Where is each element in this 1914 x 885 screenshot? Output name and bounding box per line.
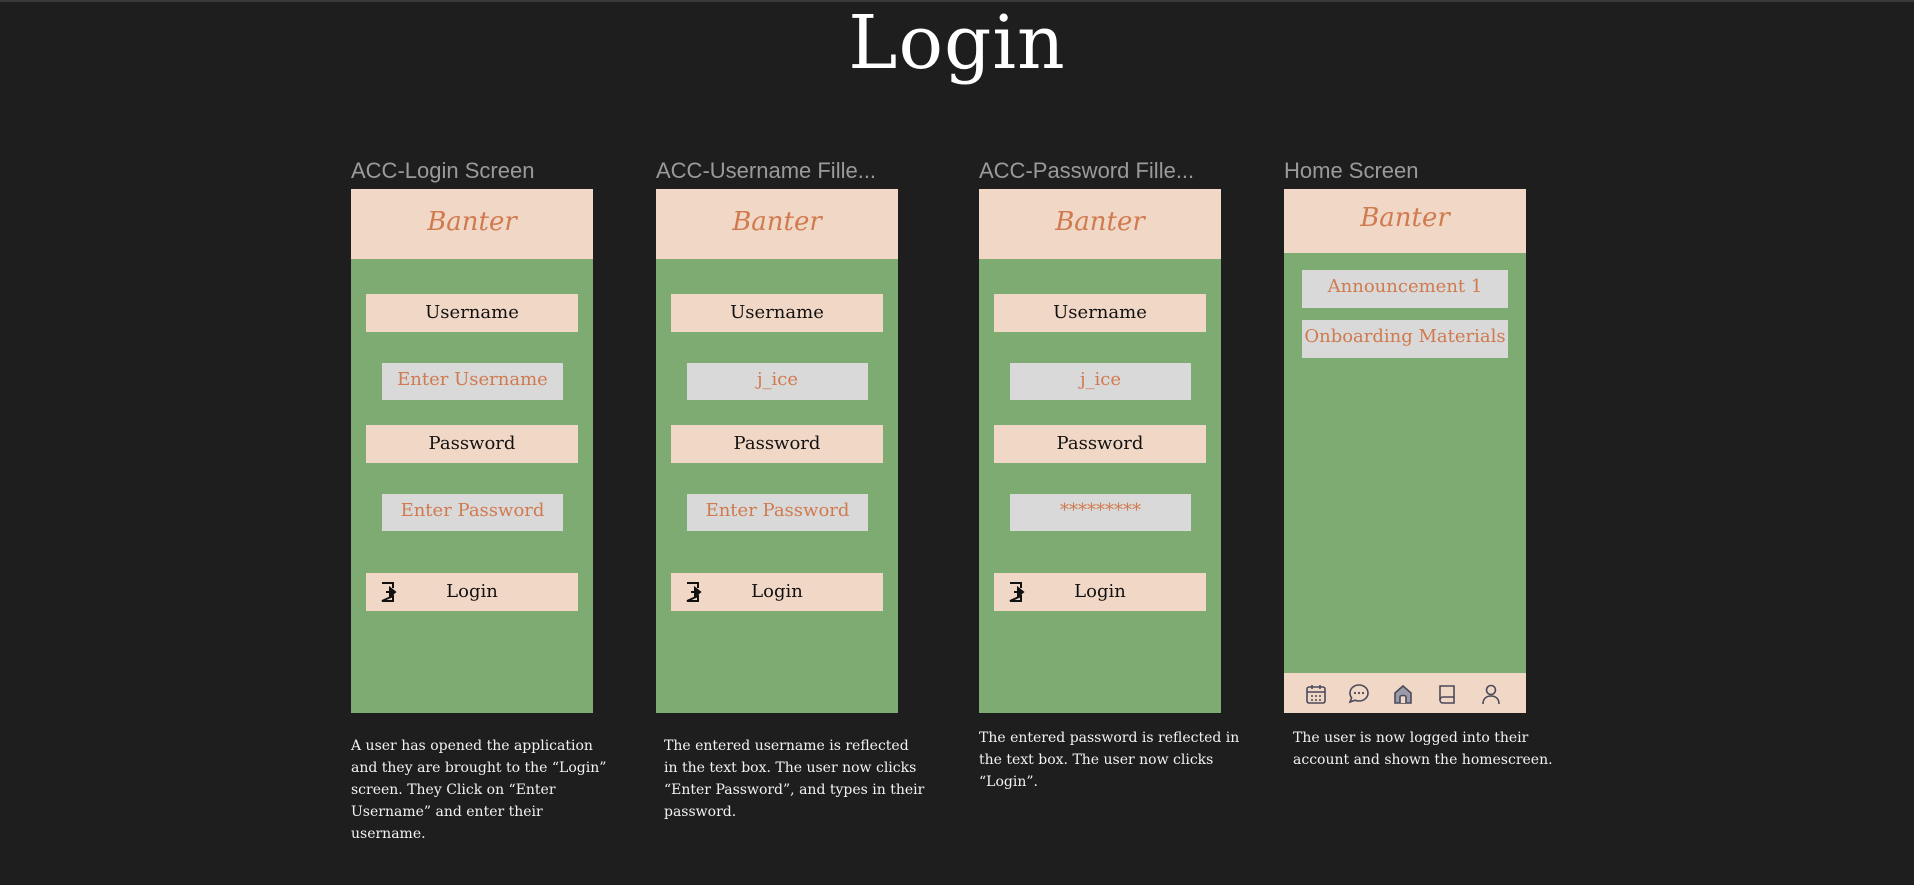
- username-label: Username: [366, 294, 578, 332]
- frame-description: The user is now logged into their accoun…: [1293, 730, 1553, 768]
- username-input[interactable]: j_ice: [687, 363, 868, 400]
- top-divider: [0, 0, 1914, 2]
- app-header: Banter: [656, 189, 898, 259]
- frame-login-screen: Banter Username Enter Username Password …: [351, 189, 593, 713]
- onboarding-materials-item[interactable]: Onboarding Materials: [1302, 320, 1508, 358]
- frame-home-screen: Banter Announcement 1 Onboarding Materia…: [1284, 189, 1526, 713]
- password-input[interactable]: Enter Password: [382, 494, 563, 531]
- login-icon: [381, 582, 397, 602]
- password-label: Password: [994, 425, 1206, 463]
- frame-label-password-filled: ACC-Password Fille...: [979, 158, 1195, 183]
- page-title: Login: [848, 0, 1066, 86]
- password-input[interactable]: Enter Password: [687, 494, 868, 531]
- app-logo: Banter: [1055, 207, 1145, 237]
- login-button-label: Login: [1074, 581, 1126, 602]
- login-button[interactable]: Login: [671, 573, 883, 611]
- chat-icon[interactable]: [1348, 683, 1370, 705]
- username-label: Username: [994, 294, 1206, 332]
- app-logo: Banter: [1360, 203, 1450, 233]
- app-header: Banter: [1284, 189, 1526, 253]
- announcement-item[interactable]: Announcement 1: [1302, 270, 1508, 308]
- username-input[interactable]: Enter Username: [382, 363, 563, 400]
- password-input[interactable]: *********: [1010, 494, 1191, 531]
- book-icon[interactable]: [1436, 683, 1458, 705]
- username-input[interactable]: j_ice: [1010, 363, 1191, 400]
- password-label: Password: [366, 425, 578, 463]
- bottom-nav: [1284, 673, 1526, 713]
- login-button[interactable]: Login: [366, 573, 578, 611]
- frame-label-home-screen: Home Screen: [1284, 158, 1419, 183]
- frame-password-filled: Banter Username j_ice Password *********…: [979, 189, 1221, 713]
- login-button-label: Login: [446, 581, 498, 602]
- password-label: Password: [671, 425, 883, 463]
- app-logo: Banter: [427, 207, 517, 237]
- frame-description: The entered password is reflected in the…: [979, 730, 1240, 790]
- frame-description: The entered username is reflected in the…: [664, 738, 925, 820]
- login-button-label: Login: [751, 581, 803, 602]
- app-header: Banter: [979, 189, 1221, 259]
- username-label: Username: [671, 294, 883, 332]
- login-icon: [686, 582, 702, 602]
- app-logo: Banter: [732, 207, 822, 237]
- frame-username-filled: Banter Username j_ice Password Enter Pas…: [656, 189, 898, 713]
- login-button[interactable]: Login: [994, 573, 1206, 611]
- login-icon: [1009, 582, 1025, 602]
- frame-label-login-screen: ACC-Login Screen: [351, 158, 535, 183]
- user-icon[interactable]: [1480, 683, 1502, 705]
- frame-label-username-filled: ACC-Username Fille...: [656, 158, 877, 183]
- frame-description: A user has opened the application and th…: [351, 738, 607, 842]
- app-header: Banter: [351, 189, 593, 259]
- home-icon[interactable]: [1392, 683, 1414, 705]
- calendar-icon[interactable]: [1305, 683, 1327, 705]
